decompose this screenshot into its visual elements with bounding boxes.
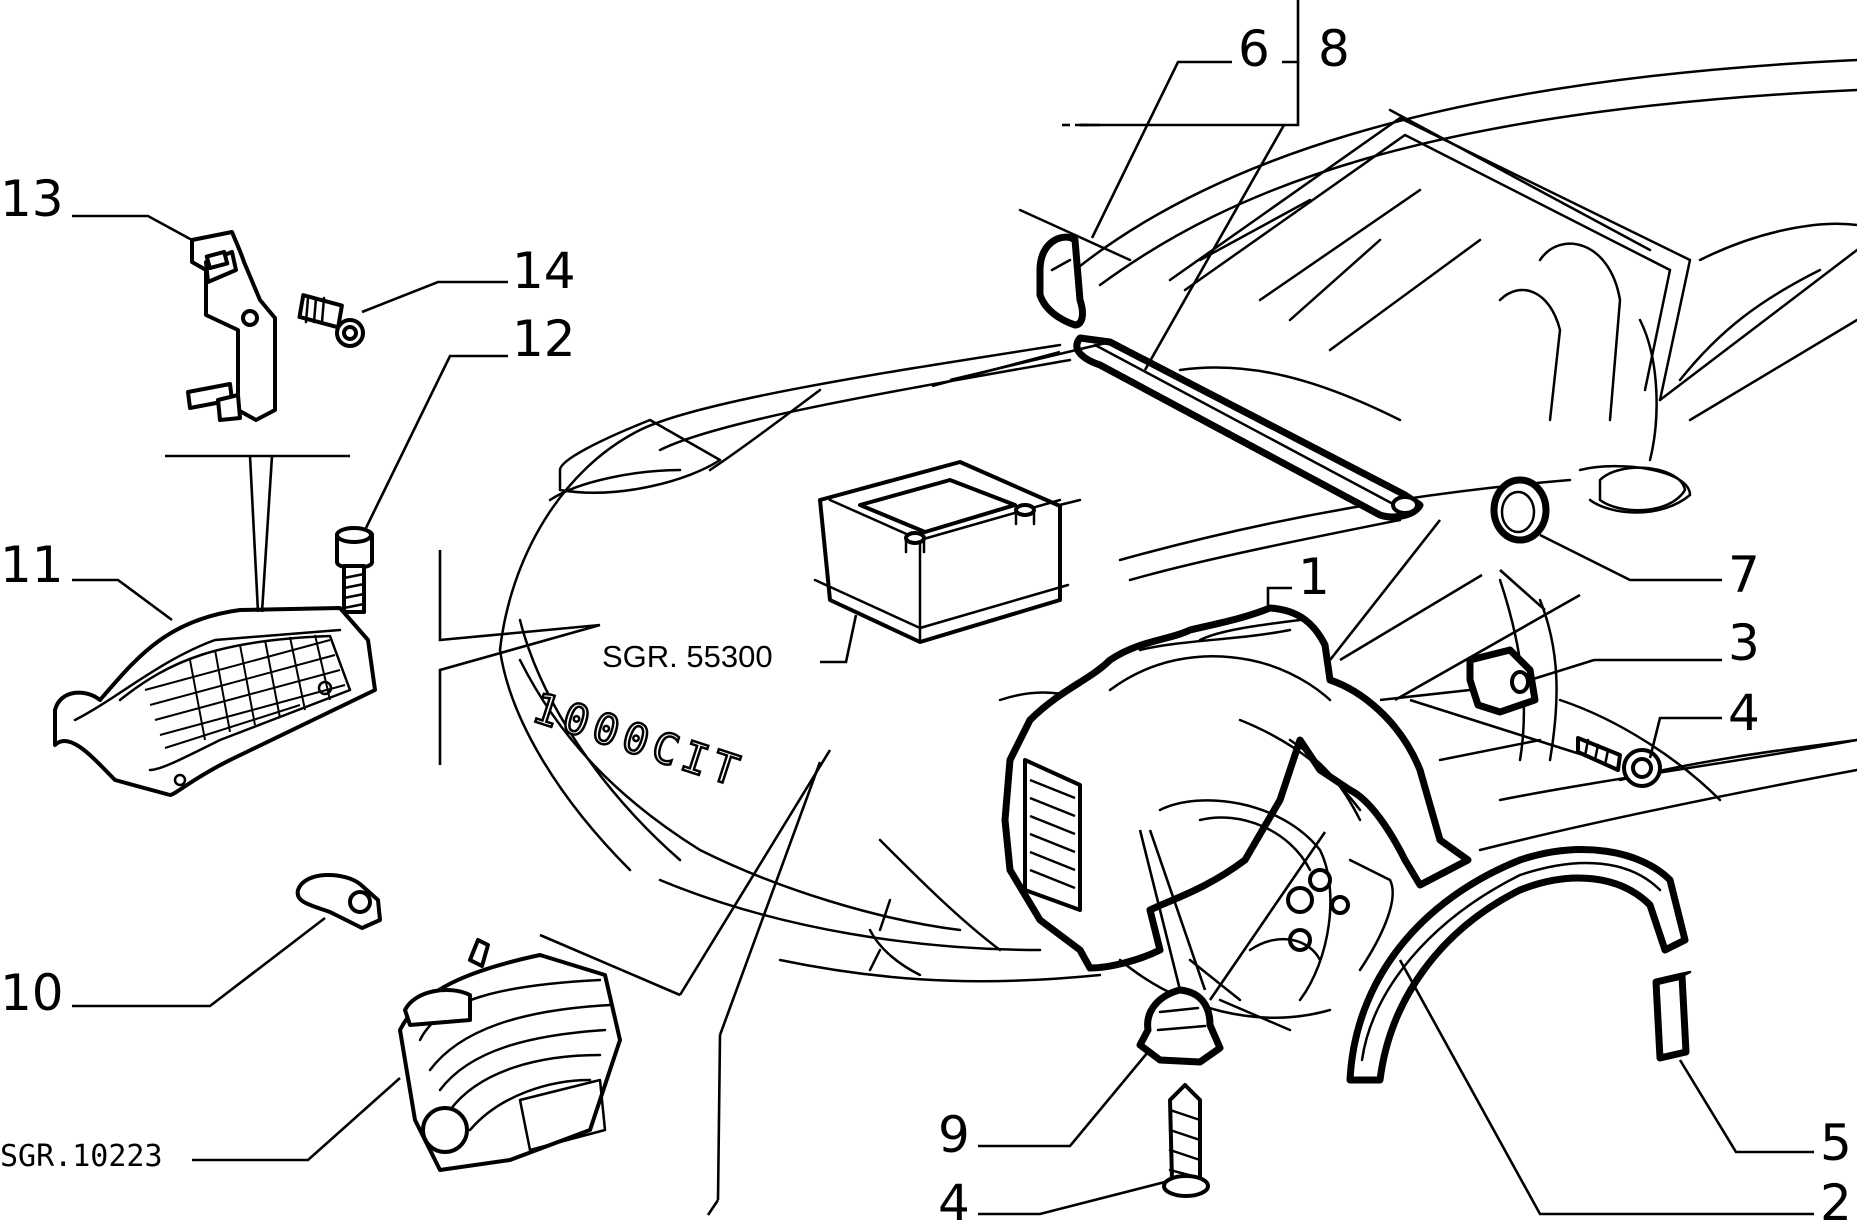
label-7: 7 xyxy=(1728,546,1760,604)
label-8: 8 xyxy=(1318,20,1350,78)
label-12: 12 xyxy=(512,310,576,368)
grommet-7 xyxy=(1490,476,1550,544)
clip-nut-10 xyxy=(295,872,382,930)
screw-4-upper xyxy=(1576,736,1662,788)
label-13: 13 xyxy=(0,170,64,228)
label-4-upper: 4 xyxy=(1728,684,1760,742)
label-11: 11 xyxy=(0,536,64,594)
bracket-6 xyxy=(1036,233,1086,329)
leader-lines xyxy=(72,0,1814,1216)
seal-strip-8 xyxy=(1073,334,1424,521)
callout-labels: 13 14 12 11 10 6 8 1 7 3 4 5 2 9 4 SGR. … xyxy=(0,20,1852,1221)
label-6: 6 xyxy=(1238,20,1270,78)
label-10: 10 xyxy=(0,964,64,1022)
bracket-13 xyxy=(186,230,277,422)
ref-air-filter: SGR.10223 xyxy=(0,1139,163,1174)
label-5: 5 xyxy=(1820,1114,1852,1172)
cover-plate-11 xyxy=(53,606,377,797)
clip-3 xyxy=(1466,646,1539,716)
clip-9 xyxy=(1136,986,1224,1066)
bolt-14 xyxy=(297,293,365,348)
label-14: 14 xyxy=(512,242,576,300)
screw-4-lower xyxy=(1162,1083,1210,1198)
air-filter-assembly xyxy=(398,938,622,1172)
ref-battery: SGR. 55300 xyxy=(602,639,773,674)
front-badge: 1000CIT xyxy=(527,683,750,797)
label-2: 2 xyxy=(1820,1174,1852,1221)
label-3: 3 xyxy=(1728,614,1760,672)
battery xyxy=(813,460,1070,644)
wheel-arch-liner-1 xyxy=(1001,604,1472,1032)
arch-trim-2 xyxy=(1346,846,1689,1084)
label-4-lower: 4 xyxy=(938,1174,970,1221)
label-9: 9 xyxy=(938,1106,970,1164)
label-1: 1 xyxy=(1298,548,1330,606)
screw-12 xyxy=(335,526,374,614)
foam-block-5 xyxy=(1652,970,1692,1062)
